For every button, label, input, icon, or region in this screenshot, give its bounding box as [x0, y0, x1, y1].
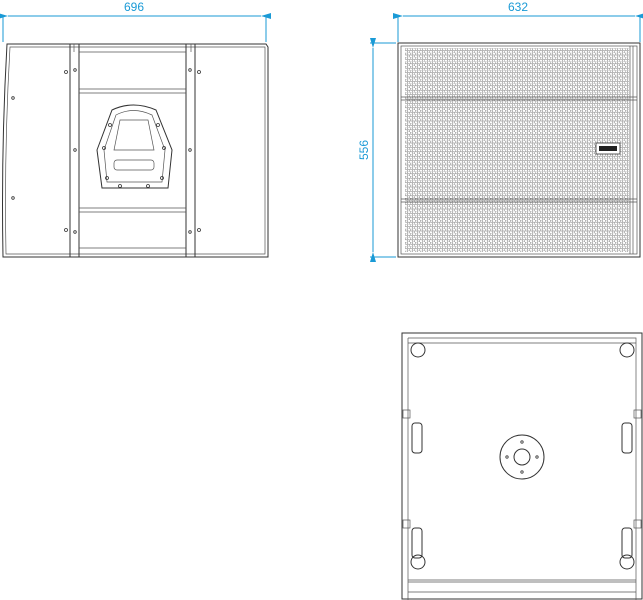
side-view	[2, 43, 269, 258]
dimension-side-width	[0, 13, 271, 42]
front-view	[397, 42, 641, 258]
bottom-view	[401, 332, 643, 600]
dimension-front-height	[370, 38, 396, 262]
handle	[96, 104, 173, 189]
pole-mount	[499, 434, 545, 480]
front-width-label: 632	[508, 0, 528, 14]
brand-logo	[595, 142, 621, 155]
dimension-front-width	[393, 13, 643, 42]
front-height-label: 556	[357, 140, 371, 160]
side-width-label: 696	[124, 0, 144, 14]
